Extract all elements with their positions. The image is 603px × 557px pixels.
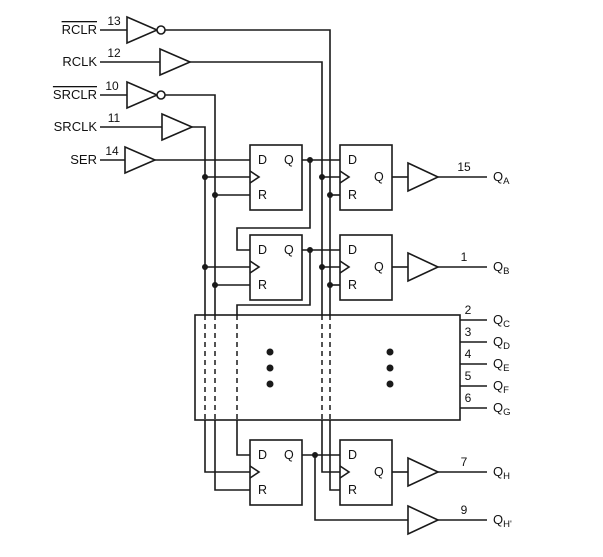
pin-number-rclk: 12: [107, 46, 121, 60]
pin-number-ser: 14: [105, 144, 119, 158]
rclk-buffer: [159, 47, 193, 77]
ff-q-label: Q: [284, 153, 294, 167]
pin-number-qa: 15: [457, 160, 471, 174]
output-label-qe: QE: [493, 356, 509, 374]
shift-ff-b: D Q R: [249, 234, 303, 301]
pin-number-qg: 6: [465, 391, 472, 405]
middle-stages-box: [194, 314, 461, 421]
shift-ff-a: D Q R: [249, 144, 303, 211]
ff-d-label: D: [258, 153, 267, 167]
output-label-qg: QG: [493, 400, 511, 418]
ff-r-label: R: [348, 483, 357, 497]
wire-rclk-net: [100, 61, 340, 473]
output-label-qa: QA: [493, 169, 510, 187]
srclk-buffer: [161, 112, 195, 142]
ff-r-label: R: [258, 278, 267, 292]
ff-r-label: R: [258, 188, 267, 202]
rclr-inverter: [126, 15, 166, 45]
output-label-qc: QC: [493, 312, 510, 330]
input-label-rclr: RCLR: [62, 22, 97, 37]
ff-r-label: R: [348, 278, 357, 292]
qb-output-buffer: [407, 251, 440, 283]
qh-output-buffer: [407, 456, 440, 488]
ser-buffer: [124, 145, 158, 175]
qa-output-buffer: [407, 161, 440, 193]
wire-srclk-net: [100, 126, 250, 473]
ff-body: [339, 234, 393, 301]
wire-srclr-net: [100, 94, 250, 491]
input-label-srclk: SRCLK: [54, 119, 98, 134]
pin-number-qb: 1: [461, 250, 468, 264]
junction-dots: [202, 157, 333, 458]
inverter-bubble-icon: [156, 90, 166, 100]
clock-input-icon: [249, 170, 261, 184]
input-label-ser: SER: [70, 152, 97, 167]
clock-input-icon: [249, 465, 261, 479]
pin-number-qf: 5: [465, 369, 472, 383]
clock-input-icon: [339, 465, 351, 479]
ff-d-label: D: [348, 448, 357, 462]
pin-number-qd: 3: [465, 325, 472, 339]
ff-d-label: D: [258, 243, 267, 257]
ff-q-label: Q: [374, 170, 384, 184]
ff-d-label: D: [258, 448, 267, 462]
qh-prime-output-buffer: [407, 504, 440, 536]
ff-r-label: R: [258, 483, 267, 497]
storage-ff-a: D Q R: [339, 144, 393, 211]
inverter-bubble-icon: [156, 25, 166, 35]
pin-number-srclk: 11: [108, 111, 121, 125]
pin-number-srclr: 10: [105, 79, 119, 93]
ff-r-label: R: [348, 188, 357, 202]
pin-number-qh: 7: [461, 455, 468, 469]
clock-input-icon: [339, 170, 351, 184]
clock-input-icon: [339, 260, 351, 274]
shift-ff-h: D Q R: [249, 439, 303, 506]
wire-stage-h: [302, 454, 487, 521]
pin-number-qe: 4: [465, 347, 472, 361]
wire-stage-a: [236, 159, 487, 251]
output-label-qd: QD: [493, 334, 510, 352]
storage-ff-b: D Q R: [339, 234, 393, 301]
ff-q-label: Q: [374, 465, 384, 479]
ff-q-label: Q: [374, 260, 384, 274]
output-label-qb: QB: [493, 259, 509, 277]
input-label-srclr: SRCLR: [53, 87, 97, 102]
ff-q-label: Q: [284, 243, 294, 257]
ellipsis-dots: [266, 348, 394, 388]
ff-d-label: D: [348, 153, 357, 167]
srclr-inverter: [126, 80, 166, 110]
input-label-rclk: RCLK: [62, 54, 97, 69]
storage-ff-h: D Q R: [339, 439, 393, 506]
pin-number-qh-prime: 9: [461, 503, 468, 517]
clock-input-icon: [249, 260, 261, 274]
output-label-qf: QF: [493, 378, 509, 396]
pin-number-rclr: 13: [107, 14, 121, 28]
output-label-qh-prime: QH': [493, 512, 512, 530]
ff-q-label: Q: [284, 448, 294, 462]
wire-parallel-outputs: [460, 319, 487, 409]
output-label-qh: QH: [493, 464, 510, 482]
pin-number-qc: 2: [465, 303, 472, 317]
ff-d-label: D: [348, 243, 357, 257]
